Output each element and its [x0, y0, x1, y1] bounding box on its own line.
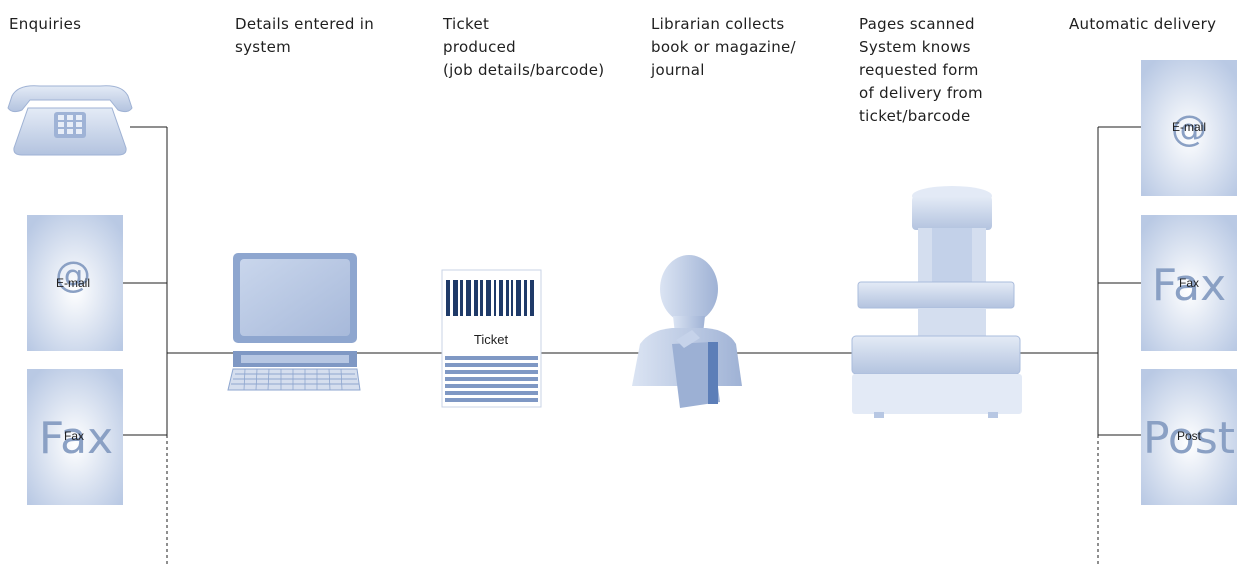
fax-input-card: Fax Fax [27, 369, 123, 505]
ticket-lines [445, 356, 538, 402]
caption-details-entered: Details entered in system [235, 15, 375, 56]
fax-input-big-text: Fax [39, 413, 113, 464]
fax-output-big-text: Fax [1152, 260, 1226, 311]
librarian-icon [632, 255, 742, 408]
telephone-icon [7, 85, 133, 156]
scanner-icon [851, 186, 1022, 418]
caption-librarian-collects: Librarian collects book or magazine/ jou… [651, 15, 796, 79]
email-input-card: @ E-mail [27, 215, 123, 351]
ticket-label: Ticket [474, 332, 509, 347]
at-symbol-icon: @ [55, 255, 91, 296]
email-output-label: E-mail [1172, 120, 1206, 134]
post-output-big-text: Post [1143, 413, 1235, 464]
caption-ticket-produced: Ticket produced (job details/barcode) [443, 15, 605, 79]
computer-icon [227, 253, 361, 391]
ticket-card: Ticket [441, 269, 542, 408]
fax-input-label: Fax [64, 429, 84, 443]
email-output-card: @ E-mail [1141, 60, 1237, 196]
connector-lines [123, 126, 1141, 567]
caption-pages-scanned: Pages scanned System knows requested for… [859, 15, 983, 125]
fax-output-card: Fax Fax [1141, 215, 1237, 351]
post-output-card: Post Post [1141, 369, 1237, 505]
caption-enquiries: Enquiries [9, 15, 82, 33]
fax-output-label: Fax [1179, 276, 1199, 290]
post-output-label: Post [1177, 429, 1202, 443]
email-input-label: E-mail [56, 276, 90, 290]
at-symbol-icon: @ [1171, 109, 1207, 150]
barcode-icon [446, 280, 534, 316]
caption-automatic-delivery: Automatic delivery [1069, 15, 1217, 33]
